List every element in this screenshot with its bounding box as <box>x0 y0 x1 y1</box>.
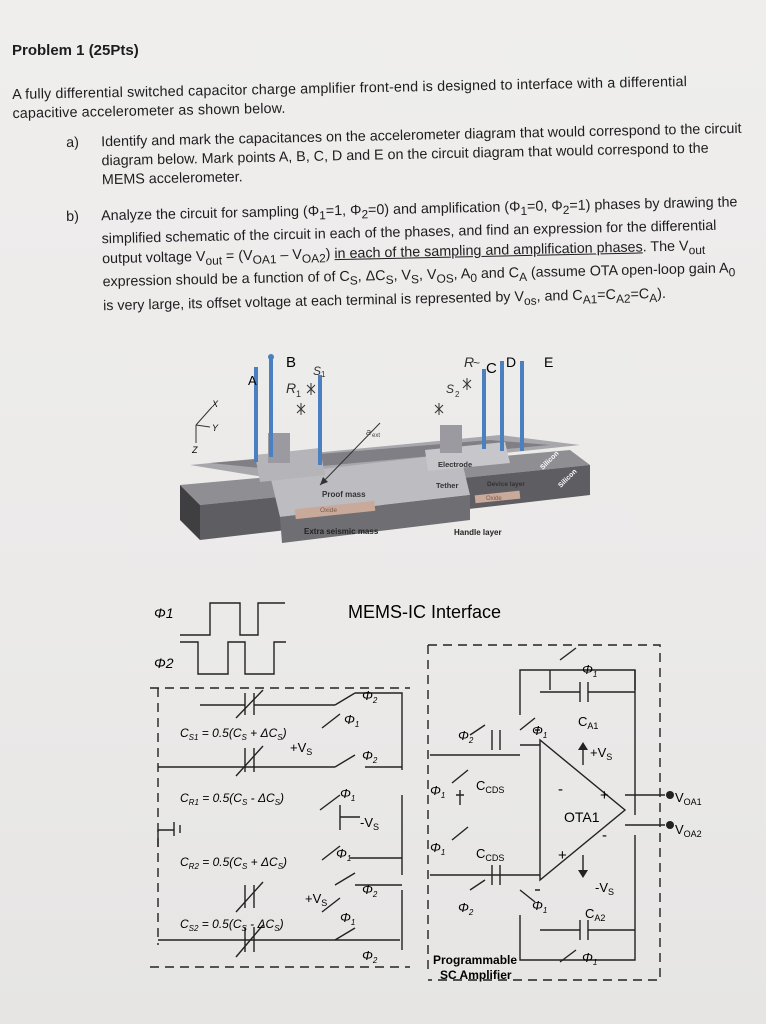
svg-text:Φ1: Φ1 <box>430 840 445 857</box>
svg-text:Φ1: Φ1 <box>582 950 597 967</box>
phi1-clock-label: Φ1 <box>154 605 174 621</box>
question-a-label: a) <box>66 134 80 151</box>
svg-text:CCDS: CCDS <box>476 846 504 863</box>
svg-text:Φ2: Φ2 <box>362 748 378 765</box>
problem-title: Problem 1 (25Pts) <box>12 42 139 59</box>
svg-text:Φ2: Φ2 <box>362 688 378 705</box>
svg-text:VOA2: VOA2 <box>675 822 702 839</box>
mems-ic-interface-circuit: Φ1 Φ2 MEMS-IC Interface CS1 = 0.5(CS + Δ… <box>150 602 702 982</box>
svg-text:+: + <box>558 847 567 864</box>
svg-text:X: X <box>211 399 219 409</box>
question-b: b) Analyze the circuit for sampling (Φ1=… <box>66 193 746 321</box>
svg-text:S: S <box>446 382 454 396</box>
svg-text:-VS: -VS <box>360 815 379 832</box>
svg-text:+: + <box>600 787 609 804</box>
svg-text:+VS: +VS <box>290 740 312 757</box>
svg-text:2: 2 <box>455 390 460 399</box>
svg-text:Φ2: Φ2 <box>458 900 474 917</box>
svg-text:B: B <box>286 354 296 371</box>
svg-text:Oxide: Oxide <box>486 496 502 502</box>
svg-text:Φ1: Φ1 <box>340 910 355 927</box>
svg-text:CS1 = 0.5(CS + ΔCS): CS1 = 0.5(CS + ΔCS) <box>180 726 287 742</box>
svg-text:CA2: CA2 <box>585 906 605 923</box>
svg-text:R: R <box>464 354 474 370</box>
svg-text:Oxide: Oxide <box>320 507 337 514</box>
pin-b <box>269 357 273 457</box>
pin-e <box>520 361 524 451</box>
svg-text:~: ~ <box>473 356 480 370</box>
svg-text:C: C <box>486 360 497 377</box>
svg-text:Φ2: Φ2 <box>362 882 378 899</box>
svg-text:1: 1 <box>321 370 326 379</box>
svg-text:CR2 = 0.5(CS + ΔCS): CR2 = 0.5(CS + ΔCS) <box>180 855 287 871</box>
svg-text:Device layer: Device layer <box>487 481 525 488</box>
ota-label: OTA1 <box>564 809 600 825</box>
svg-text:R: R <box>286 380 296 396</box>
svg-text:ext: ext <box>372 433 380 439</box>
circuit-title: MEMS-IC Interface <box>348 602 501 622</box>
svg-text:Φ1: Φ1 <box>532 898 547 915</box>
svg-text:1: 1 <box>296 389 301 399</box>
svg-text:Φ1: Φ1 <box>336 846 351 863</box>
svg-text:a: a <box>366 427 371 437</box>
svg-text:Φ2: Φ2 <box>458 728 474 745</box>
phi2-clock-label: Φ2 <box>154 655 174 671</box>
amp-label-1: Programmable <box>433 953 517 967</box>
svg-text:Φ1: Φ1 <box>532 723 547 740</box>
svg-text:Electrode: Electrode <box>438 460 472 469</box>
amp-label-2: SC Amplifier <box>440 968 512 982</box>
mems-accelerometer-diagram: A B C D E R 1 S 1 R S 2 ~ X Y Z a ext El… <box>180 354 590 543</box>
question-b-text: Analyze the circuit for sampling (Φ1=1, … <box>101 194 738 314</box>
intro-paragraph: A fully differential switched capacitor … <box>12 74 688 122</box>
svg-text:+VS: +VS <box>590 745 612 762</box>
svg-text:CA1: CA1 <box>578 714 598 731</box>
svg-text:Proof mass: Proof mass <box>322 490 366 499</box>
svg-text:-: - <box>602 827 607 844</box>
svg-text:Φ2: Φ2 <box>362 948 378 965</box>
svg-text:CCDS: CCDS <box>476 778 504 795</box>
svg-text:VOA1: VOA1 <box>675 790 702 807</box>
svg-text:CS2 = 0.5(CS - ΔCS): CS2 = 0.5(CS - ΔCS) <box>180 917 284 933</box>
svg-text:Φ1: Φ1 <box>340 786 355 803</box>
svg-text:-: - <box>558 781 563 798</box>
svg-text:D: D <box>506 354 516 370</box>
svg-text:Φ1: Φ1 <box>582 662 597 679</box>
svg-text:+VS: +VS <box>305 891 327 908</box>
pin-d <box>500 361 504 451</box>
svg-text:Z: Z <box>191 445 198 455</box>
svg-text:CR1 = 0.5(CS - ΔCS): CR1 = 0.5(CS - ΔCS) <box>180 791 284 807</box>
underlined-phrase: in each of the sampling and amplificatio… <box>334 239 643 263</box>
question-b-label: b) <box>66 208 80 225</box>
svg-text:Φ1: Φ1 <box>344 712 359 729</box>
svg-text:E: E <box>544 354 553 370</box>
svg-text:A: A <box>248 373 257 388</box>
svg-text:Y: Y <box>212 423 219 433</box>
svg-text:S: S <box>313 364 321 378</box>
question-a: a) Identify and mark the capacitances on… <box>66 120 745 191</box>
question-a-text: Identify and mark the capacitances on th… <box>101 120 742 189</box>
svg-text:Extra seismic mass: Extra seismic mass <box>304 527 379 536</box>
pin-c <box>482 369 486 449</box>
svg-text:Handle layer: Handle layer <box>454 528 502 537</box>
svg-text:Φ1: Φ1 <box>430 783 445 800</box>
svg-text:-VS: -VS <box>595 880 614 897</box>
svg-text:Tether: Tether <box>436 481 458 490</box>
pin-a <box>254 367 258 462</box>
